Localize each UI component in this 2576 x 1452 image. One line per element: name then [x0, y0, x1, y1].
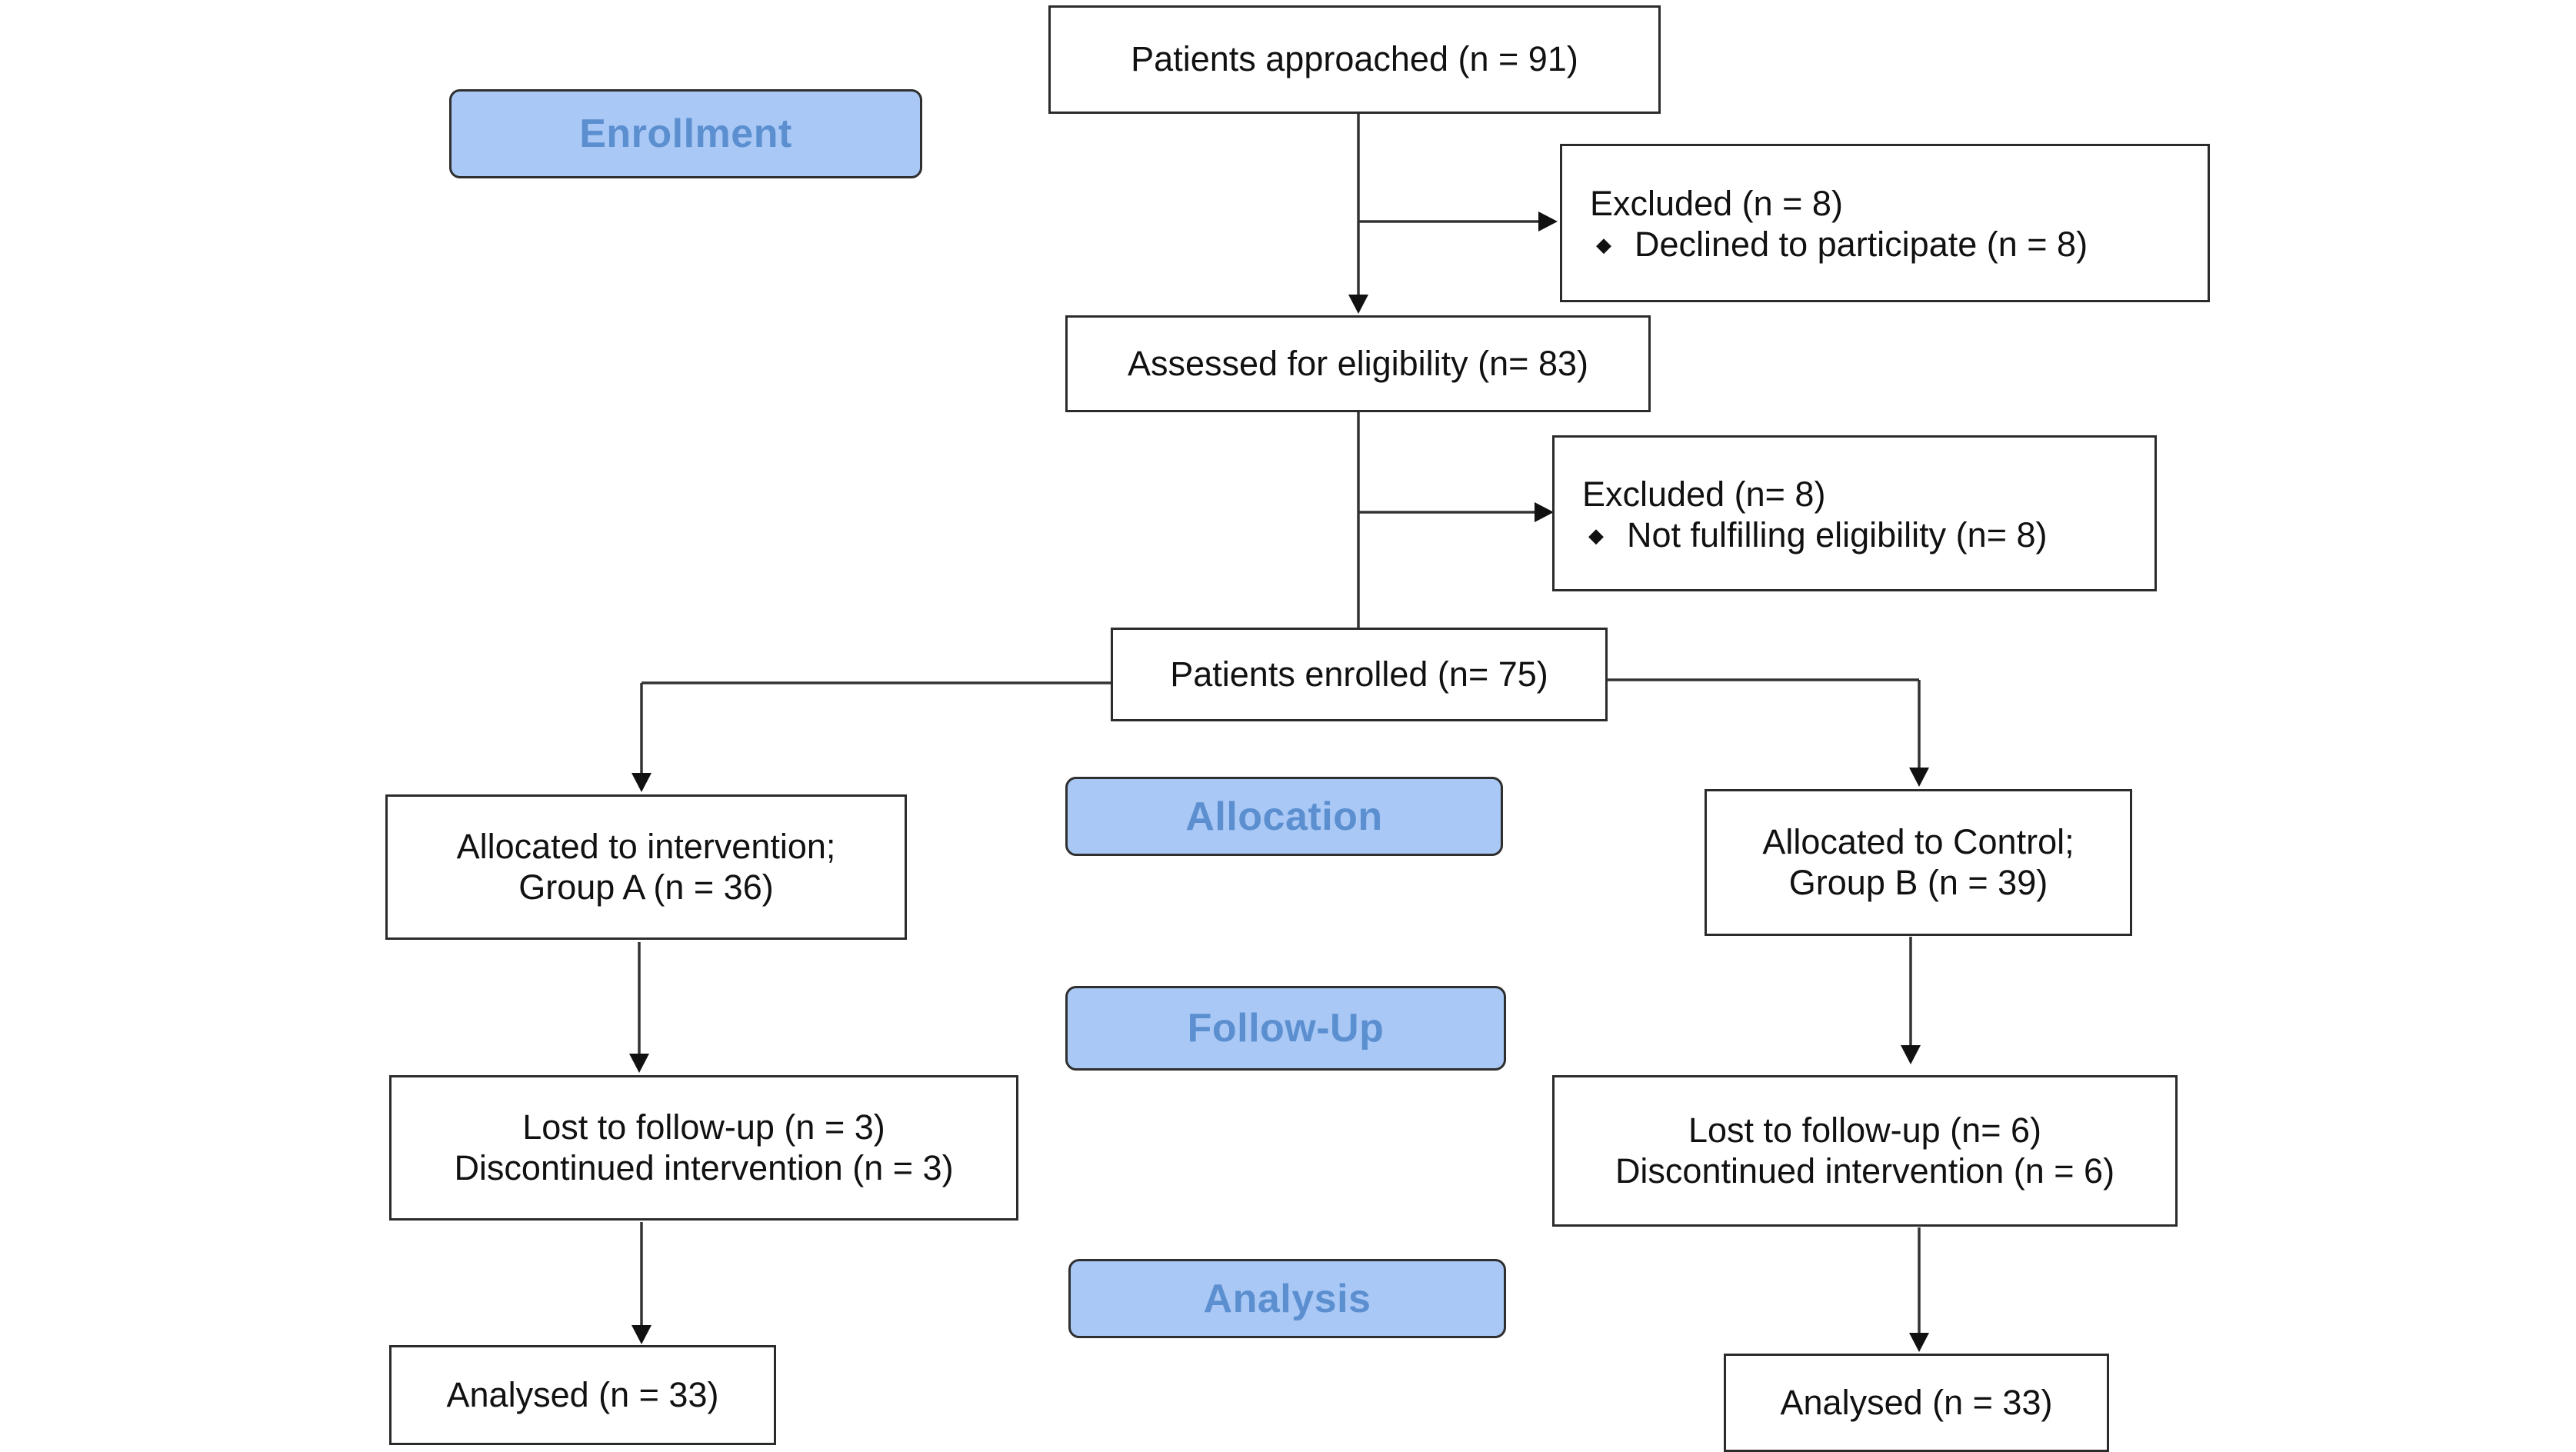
box-excluded-not-eligible-title: Excluded (n= 8) [1582, 474, 1826, 514]
box-group-a-allocated: Allocated to intervention; Group A (n = … [385, 794, 907, 940]
arrowhead-excluded-1 [1538, 211, 1558, 231]
box-group-a-line2: Group A (n = 36) [518, 867, 774, 907]
arrowhead-excluded-2 [1535, 502, 1554, 522]
box-patients-approached: Patients approached (n = 91) [1048, 5, 1661, 114]
bullet-icon: ◆ [1596, 233, 1611, 257]
phase-label-allocation: Allocation [1065, 777, 1503, 856]
arrowhead-followup-a [629, 1054, 649, 1073]
phase-label-follow-up: Follow-Up [1065, 986, 1506, 1071]
phase-label-enrollment: Enrollment [449, 89, 922, 178]
box-excluded-declined-reason: Declined to participate (n = 8) [1635, 225, 2088, 264]
box-analysed-group-a: Analysed (n = 33) [389, 1345, 776, 1445]
phase-label-enrollment-text: Enrollment [579, 112, 792, 156]
arrowhead-analysed-a [632, 1325, 651, 1344]
phase-label-analysis: Analysis [1068, 1259, 1506, 1338]
box-assessed-eligibility-text: Assessed for eligibility (n= 83) [1127, 343, 1589, 383]
box-excluded-not-eligible-reason-line: ◆ Not fulfilling eligibility (n= 8) [1582, 515, 2047, 556]
box-patients-enrolled-text: Patients enrolled (n= 75) [1170, 654, 1548, 694]
box-followup-a-line2: Discontinued intervention (n = 3) [454, 1147, 954, 1187]
box-followup-group-a: Lost to follow-up (n = 3) Discontinued i… [389, 1075, 1018, 1221]
box-group-b-line1: Allocated to Control; [1762, 821, 2074, 861]
phase-label-allocation-text: Allocation [1185, 794, 1383, 839]
box-patients-approached-text: Patients approached (n = 91) [1131, 39, 1578, 79]
box-group-a-line1: Allocated to intervention; [456, 826, 836, 866]
box-patients-enrolled: Patients enrolled (n= 75) [1111, 628, 1608, 721]
box-followup-a-line1: Lost to follow-up (n = 3) [522, 1107, 885, 1147]
box-assessed-eligibility: Assessed for eligibility (n= 83) [1065, 315, 1651, 412]
box-followup-group-b: Lost to follow-up (n= 6) Discontinued in… [1552, 1075, 2178, 1227]
box-excluded-declined-title: Excluded (n = 8) [1590, 184, 1843, 224]
box-followup-b-line2: Discontinued intervention (n = 6) [1615, 1151, 2115, 1191]
arrowhead-analysed-b [1909, 1333, 1929, 1352]
box-excluded-declined: Excluded (n = 8) ◆ Declined to participa… [1560, 144, 2210, 302]
box-excluded-not-eligible-reason: Not fulfilling eligibility (n= 8) [1627, 515, 2048, 554]
box-analysed-group-b: Analysed (n = 33) [1724, 1354, 2109, 1452]
box-group-b-line2: Group B (n = 39) [1788, 862, 2048, 902]
arrowhead-followup-b [1901, 1045, 1921, 1064]
bullet-icon: ◆ [1588, 523, 1604, 547]
box-excluded-not-eligible: Excluded (n= 8) ◆ Not fulfilling eligibi… [1552, 435, 2157, 591]
phase-label-analysis-text: Analysis [1203, 1276, 1371, 1321]
box-group-b-allocated: Allocated to Control; Group B (n = 39) [1705, 789, 2132, 936]
arrowhead-group-a [632, 773, 651, 792]
box-analysed-a-text: Analysed (n = 33) [446, 1374, 719, 1414]
phase-label-follow-up-text: Follow-Up [1187, 1006, 1385, 1051]
box-followup-b-line1: Lost to follow-up (n= 6) [1688, 1110, 2041, 1150]
box-analysed-b-text: Analysed (n = 33) [1780, 1382, 2053, 1422]
arrowhead-group-b [1909, 768, 1929, 787]
arrowhead-assessed [1348, 295, 1368, 314]
box-excluded-declined-reason-line: ◆ Declined to participate (n = 8) [1590, 225, 2088, 265]
